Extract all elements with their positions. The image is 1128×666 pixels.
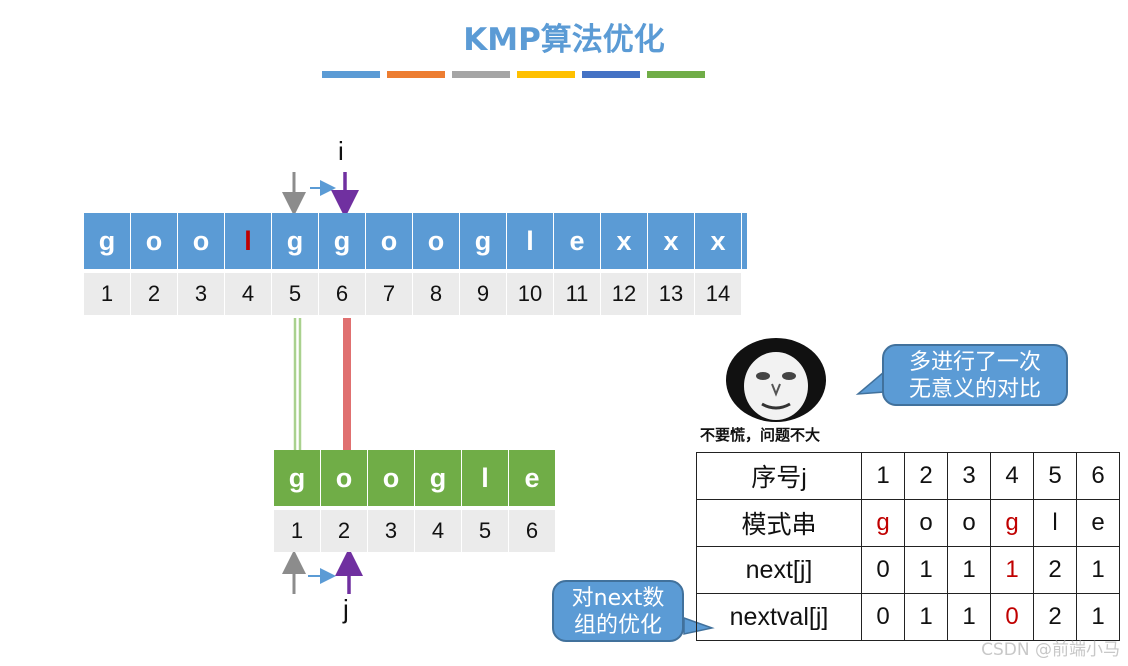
table-cell: 0 bbox=[861, 546, 905, 594]
table-cell: 6 bbox=[1076, 452, 1120, 500]
table-cell: 3 bbox=[947, 452, 991, 500]
table-row-header: 模式串 bbox=[696, 499, 862, 547]
main-string-char: x bbox=[648, 213, 694, 269]
table-cell: o bbox=[947, 499, 991, 547]
pattern-char: o bbox=[321, 450, 367, 506]
pattern-char: g bbox=[274, 450, 320, 506]
main-string-index: 4 bbox=[225, 273, 271, 315]
main-string-char: g bbox=[272, 213, 318, 269]
main-string-char: l bbox=[225, 213, 271, 269]
main-string-index: 11 bbox=[554, 273, 600, 315]
table-cell: 2 bbox=[1033, 593, 1077, 641]
pattern-char: e bbox=[509, 450, 555, 506]
main-string-index: 14 bbox=[695, 273, 741, 315]
main-string-index: 2 bbox=[131, 273, 177, 315]
table-cell: 0 bbox=[861, 593, 905, 641]
main-string-index: 10 bbox=[507, 273, 553, 315]
decor-bar bbox=[582, 71, 640, 78]
table-cell: g bbox=[861, 499, 905, 547]
main-string-char: g bbox=[460, 213, 506, 269]
table-cell: e bbox=[1076, 499, 1120, 547]
main-string-char: o bbox=[366, 213, 412, 269]
main-string-index: 6 bbox=[319, 273, 365, 315]
decor-bar bbox=[452, 71, 510, 78]
table-cell: 1 bbox=[861, 452, 905, 500]
table-cell: l bbox=[1033, 499, 1077, 547]
pattern-char: l bbox=[462, 450, 508, 506]
table-cell: o bbox=[904, 499, 948, 547]
table-cell: 1 bbox=[947, 593, 991, 641]
decor-bar bbox=[322, 71, 380, 78]
main-string-char: g bbox=[319, 213, 365, 269]
callout-next-optimization: 对next数 组的优化 bbox=[552, 580, 684, 642]
table-cell: 1 bbox=[1076, 593, 1120, 641]
panda-meme-icon bbox=[726, 338, 826, 422]
main-string-char: x bbox=[695, 213, 741, 269]
table-cell: 1 bbox=[947, 546, 991, 594]
table-row-header: 序号j bbox=[696, 452, 862, 500]
pattern-index: 3 bbox=[368, 510, 414, 552]
pattern-index: 4 bbox=[415, 510, 461, 552]
pattern-index: 2 bbox=[321, 510, 367, 552]
main-string-index: 13 bbox=[648, 273, 694, 315]
main-string-index: 1 bbox=[84, 273, 130, 315]
watermark: CSDN @前端小马 bbox=[981, 640, 1120, 660]
table-cell: 2 bbox=[904, 452, 948, 500]
table-cell: 1 bbox=[904, 546, 948, 594]
pattern-char: o bbox=[368, 450, 414, 506]
table-cell: 4 bbox=[990, 452, 1034, 500]
main-string-char: e bbox=[554, 213, 600, 269]
pointer-i-label: i bbox=[338, 136, 344, 166]
table-cell: 1 bbox=[990, 546, 1034, 594]
table-cell: g bbox=[990, 499, 1034, 547]
table-cell: 2 bbox=[1033, 546, 1077, 594]
main-string-index: 5 bbox=[272, 273, 318, 315]
page-title: KMP算法优化 bbox=[463, 22, 665, 58]
table-row-header: next[j] bbox=[696, 546, 862, 594]
main-string-char: o bbox=[178, 213, 224, 269]
table-cell: 0 bbox=[990, 593, 1034, 641]
main-string-index: 8 bbox=[413, 273, 459, 315]
table-row-header: nextval[j] bbox=[696, 593, 862, 641]
main-string-char: x bbox=[601, 213, 647, 269]
bubble-top-tail bbox=[855, 370, 885, 395]
decor-bar bbox=[647, 71, 705, 78]
main-string-continuation bbox=[742, 213, 747, 269]
main-string-char: o bbox=[131, 213, 177, 269]
main-string-index: 12 bbox=[601, 273, 647, 315]
pointer-j-label: j bbox=[343, 594, 349, 624]
pattern-index: 1 bbox=[274, 510, 320, 552]
callout-extra-comparison: 多进行了一次 无意义的对比 bbox=[882, 344, 1068, 406]
main-string-char: l bbox=[507, 213, 553, 269]
pattern-char: g bbox=[415, 450, 461, 506]
main-string-index: 9 bbox=[460, 273, 506, 315]
main-string-index: 3 bbox=[178, 273, 224, 315]
table-cell: 5 bbox=[1033, 452, 1077, 500]
main-string-char: o bbox=[413, 213, 459, 269]
meme-caption: 不要慌，问题不大 bbox=[700, 426, 821, 444]
table-cell: 1 bbox=[1076, 546, 1120, 594]
main-string-char: g bbox=[84, 213, 130, 269]
table-cell: 1 bbox=[904, 593, 948, 641]
decor-bar bbox=[517, 71, 575, 78]
main-string-index: 7 bbox=[366, 273, 412, 315]
pattern-index: 6 bbox=[509, 510, 555, 552]
pattern-index: 5 bbox=[462, 510, 508, 552]
decor-bar bbox=[387, 71, 445, 78]
